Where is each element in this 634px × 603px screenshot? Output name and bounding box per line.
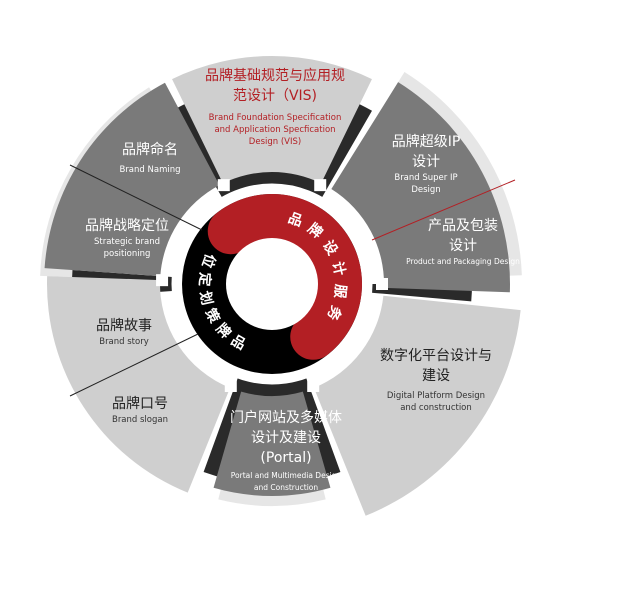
pointer-line: [69, 164, 203, 231]
segment-title: 品牌战略定位: [85, 218, 169, 234]
segment-subtitle: Brand Foundation Specification and Appli…: [208, 113, 342, 147]
strategy-ring-char: 品: [228, 332, 248, 353]
segment-bottom-right: [313, 295, 521, 516]
segment-vis: 品牌基础规范与应用规范设计（VIS) Brand Foundation Spec…: [200, 66, 350, 148]
segment-digital-platform: 数字化平台设计与建设 Digital Platform Design and c…: [378, 346, 494, 414]
segment-top-left: [44, 82, 220, 277]
thin-ring: [171, 183, 373, 385]
segment-top: [172, 56, 372, 184]
segment-title: 品牌超级IP设计: [391, 134, 461, 170]
design-ring: [207, 194, 362, 360]
segment-subtitle: Product and Packaging Design: [406, 257, 520, 266]
segment-super-ip: 品牌超级IP设计 Brand Super IP Design: [388, 132, 464, 196]
segment-story: 品牌故事 Brand story: [84, 316, 164, 348]
segment-title: 数字化平台设计与建设: [380, 348, 492, 384]
tab-marker: [307, 379, 320, 392]
segment-subtitle: Brand Naming: [119, 165, 181, 175]
strategy-ring-char: 划: [196, 289, 216, 306]
segment-subtitle: Brand slogan: [111, 415, 168, 425]
segment-subtitle: Portal and Multimedia Design and Constru…: [230, 471, 342, 492]
segment-slogan: 品牌口号 Brand slogan: [100, 394, 180, 426]
design-ring-char: 计: [329, 260, 349, 277]
segment-naming: 品牌命名 Brand Naming: [108, 140, 192, 176]
strategy-ring-char: 位: [198, 251, 219, 270]
segment-title: 门户网站及多媒体设计及建设(Portal): [230, 410, 342, 466]
segment-title: 品牌口号: [112, 396, 168, 412]
segment-subtitle: Brand Super IP Design: [394, 173, 458, 195]
pointer-line: [371, 179, 516, 241]
segment-packaging: 产品及包装设计 Product and Packaging Design: [400, 216, 526, 268]
segment-subtitle: Strategic brand positioning: [93, 237, 160, 259]
tab-marker: [156, 274, 169, 287]
segment-subtitle: Digital Platform Design and construction: [386, 391, 486, 413]
segment-title: 品牌故事: [96, 318, 152, 334]
design-ring-char: 品: [286, 210, 305, 230]
segment-title: 品牌基础规范与应用规范设计（VIS): [205, 68, 345, 104]
tab-marker: [217, 179, 230, 192]
segment-portal: 门户网站及多媒体设计及建设(Portal) Portal and Multime…: [228, 408, 344, 494]
strategy-ring-char: 定: [196, 272, 214, 287]
segment-subtitle: Brand story: [99, 337, 149, 347]
tab-marker: [314, 179, 327, 192]
tab-marker: [224, 379, 237, 392]
design-ring-char: 服: [331, 283, 348, 300]
center-hole: [226, 238, 318, 330]
pointer-line: [69, 333, 199, 397]
segment-title: 品牌命名: [122, 142, 178, 158]
segment-title: 产品及包装设计: [428, 218, 498, 254]
segment-bottom: [213, 391, 331, 496]
segment-bottom-left: [47, 276, 231, 493]
segment-strategy: 品牌战略定位 Strategic brand positioning: [72, 216, 182, 260]
tab-marker: [376, 278, 388, 290]
segment-top-right: [331, 82, 510, 293]
